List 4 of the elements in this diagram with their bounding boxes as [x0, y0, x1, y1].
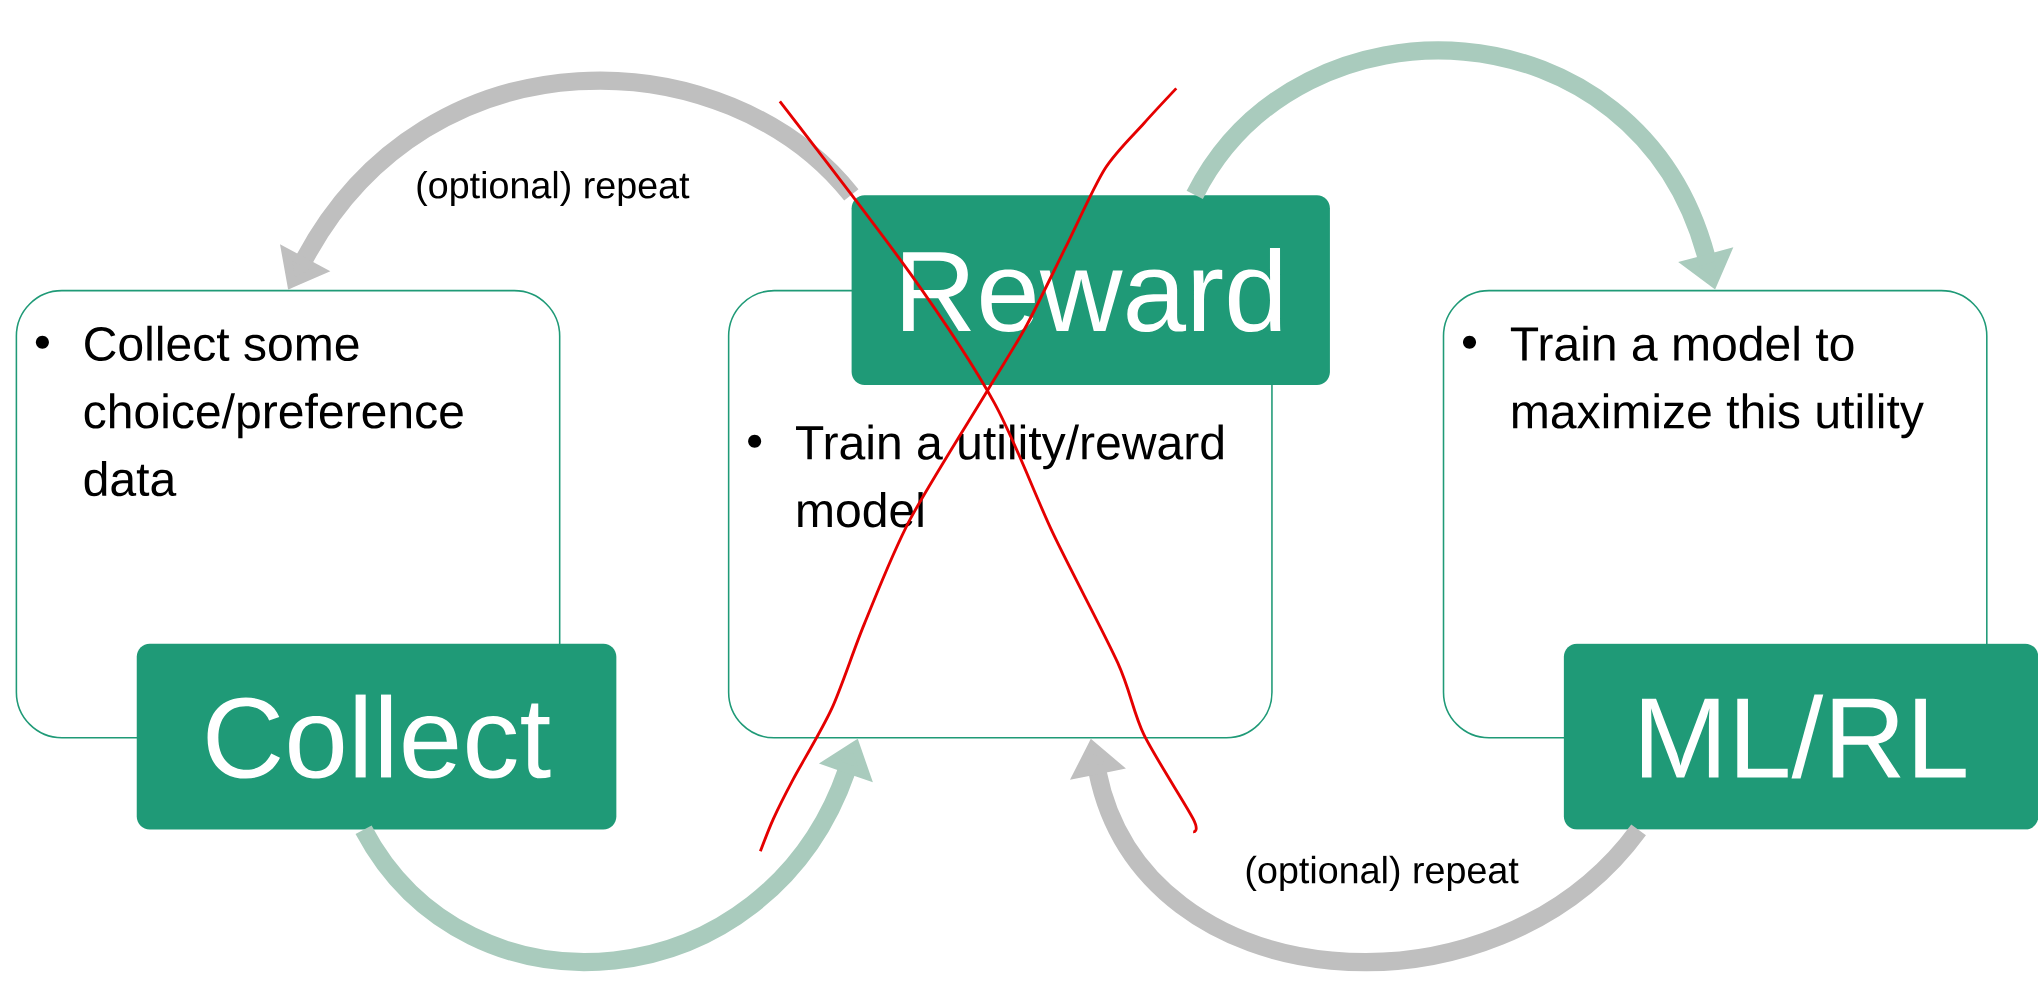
stage-label: Collect [136, 643, 617, 830]
edge-label: (optional) repeat [1241, 853, 1522, 894]
edge-label: (optional) repeat [412, 168, 693, 209]
stage-label: ML/RL [1563, 643, 2038, 830]
